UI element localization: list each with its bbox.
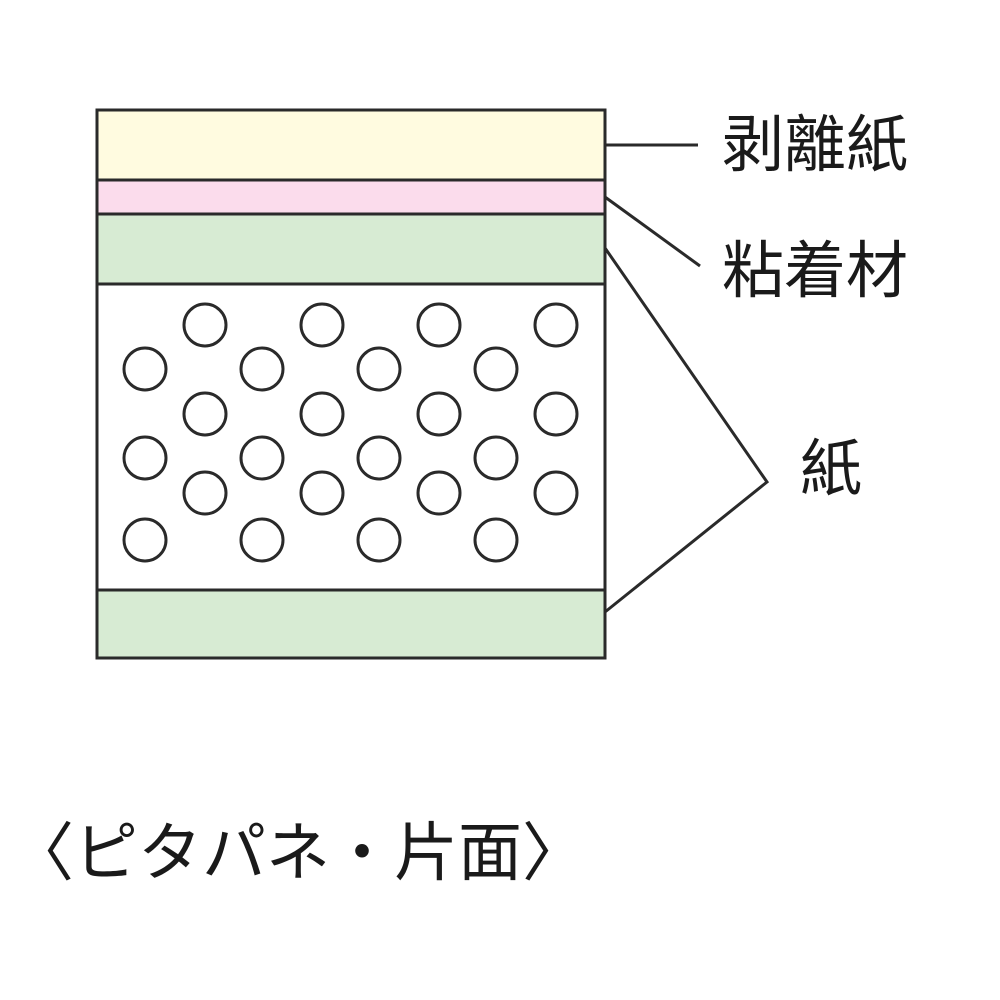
bubble xyxy=(122,346,168,392)
release-paper-layer xyxy=(95,108,607,182)
bubble xyxy=(533,302,579,348)
bubble xyxy=(533,470,579,516)
paper-top-band xyxy=(95,212,607,286)
bubble xyxy=(473,346,519,392)
bubble xyxy=(299,470,345,516)
bubble xyxy=(239,435,285,481)
bubble xyxy=(473,435,519,481)
adhesive-label: 粘着材 xyxy=(722,234,909,307)
paper-label: 紙 xyxy=(800,432,863,505)
leader-paper xyxy=(603,247,770,614)
bubble xyxy=(356,435,402,481)
bubble xyxy=(182,391,228,437)
bubble xyxy=(122,517,168,563)
bubble xyxy=(356,517,402,563)
bubble xyxy=(533,391,579,437)
adhesive-layer xyxy=(95,178,607,216)
bubble xyxy=(473,517,519,563)
bubble xyxy=(239,346,285,392)
bubble xyxy=(416,302,462,348)
bubble xyxy=(122,435,168,481)
paper-bottom-band xyxy=(95,588,607,660)
core-bubbles xyxy=(122,302,579,563)
bubble xyxy=(182,302,228,348)
bubble xyxy=(182,470,228,516)
leader-adhesive xyxy=(604,195,701,268)
bubble xyxy=(239,517,285,563)
bubble xyxy=(416,391,462,437)
caption: 〈ピタパネ・片面〉 xyxy=(10,817,586,891)
release-paper-label: 剥離紙 xyxy=(722,108,909,181)
bubble xyxy=(299,302,345,348)
bubble xyxy=(356,346,402,392)
bubble xyxy=(416,470,462,516)
bubble xyxy=(299,391,345,437)
